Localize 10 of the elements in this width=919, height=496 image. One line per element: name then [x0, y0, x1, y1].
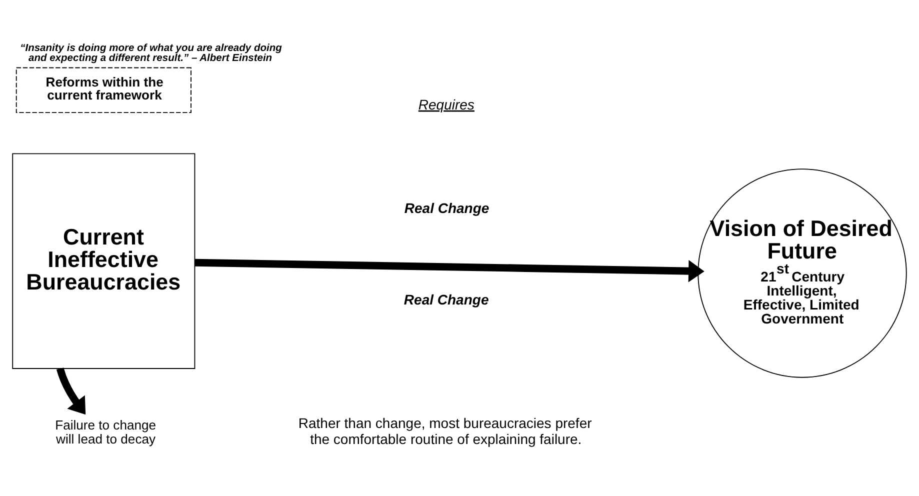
node-box: Reforms within the current framework [16, 67, 192, 114]
diagram-title: “Insanity is doing more of what you are already doing and expecting a different result.” – Albert Einstein [20, 42, 282, 64]
node-text: Failure to change will lead to decay [55, 417, 156, 446]
label: Rather than change, most bureaucracies prefer the comfortable routine of explaining failure. [298, 415, 592, 448]
label: Real Change [404, 292, 489, 308]
label: Requires [418, 96, 474, 112]
arrow [194, 258, 704, 282]
edge-label: Real Change [404, 200, 490, 216]
arrow [56, 368, 86, 415]
node-box: Current Ineffective Bureaucracies [12, 153, 196, 369]
